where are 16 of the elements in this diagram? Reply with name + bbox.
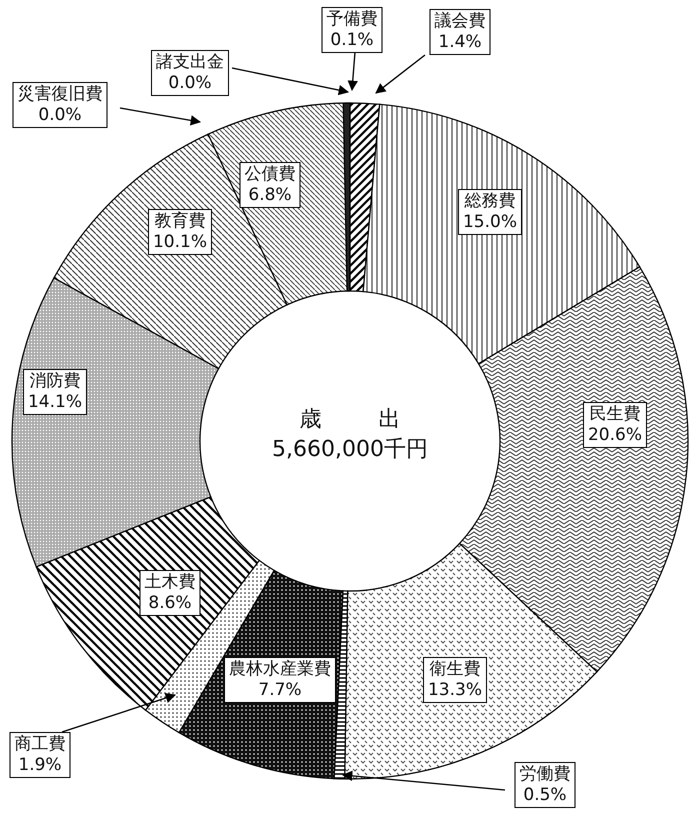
total-amount: 5,660,000千円 [272, 436, 428, 464]
slice-label: 商工費 1.9% [10, 732, 70, 778]
slice-label: 民生費 20.6% [583, 402, 647, 448]
slice-label: 教育費 10.1% [148, 209, 212, 255]
slice-label: 労働費 0.5% [514, 762, 576, 808]
slice-label: 災害復旧費 0.0% [12, 82, 108, 128]
chart-title: 歳出 [298, 406, 458, 434]
slice-label: 衛生費 13.3% [423, 657, 487, 703]
slice-label: 議会費 1.4% [430, 9, 490, 55]
slice-label: 総務費 15.0% [458, 189, 522, 235]
slice-label: 諸支出金 0.0% [151, 50, 229, 96]
slice-label: 土木費 8.6% [140, 570, 200, 616]
slice-label: 公債費 6.8% [240, 162, 300, 208]
slice-label: 予備費 0.1% [322, 7, 382, 53]
slice-label: 消防費 14.1% [23, 369, 87, 415]
slice-label: 農林水産業費 7.7% [224, 657, 336, 703]
